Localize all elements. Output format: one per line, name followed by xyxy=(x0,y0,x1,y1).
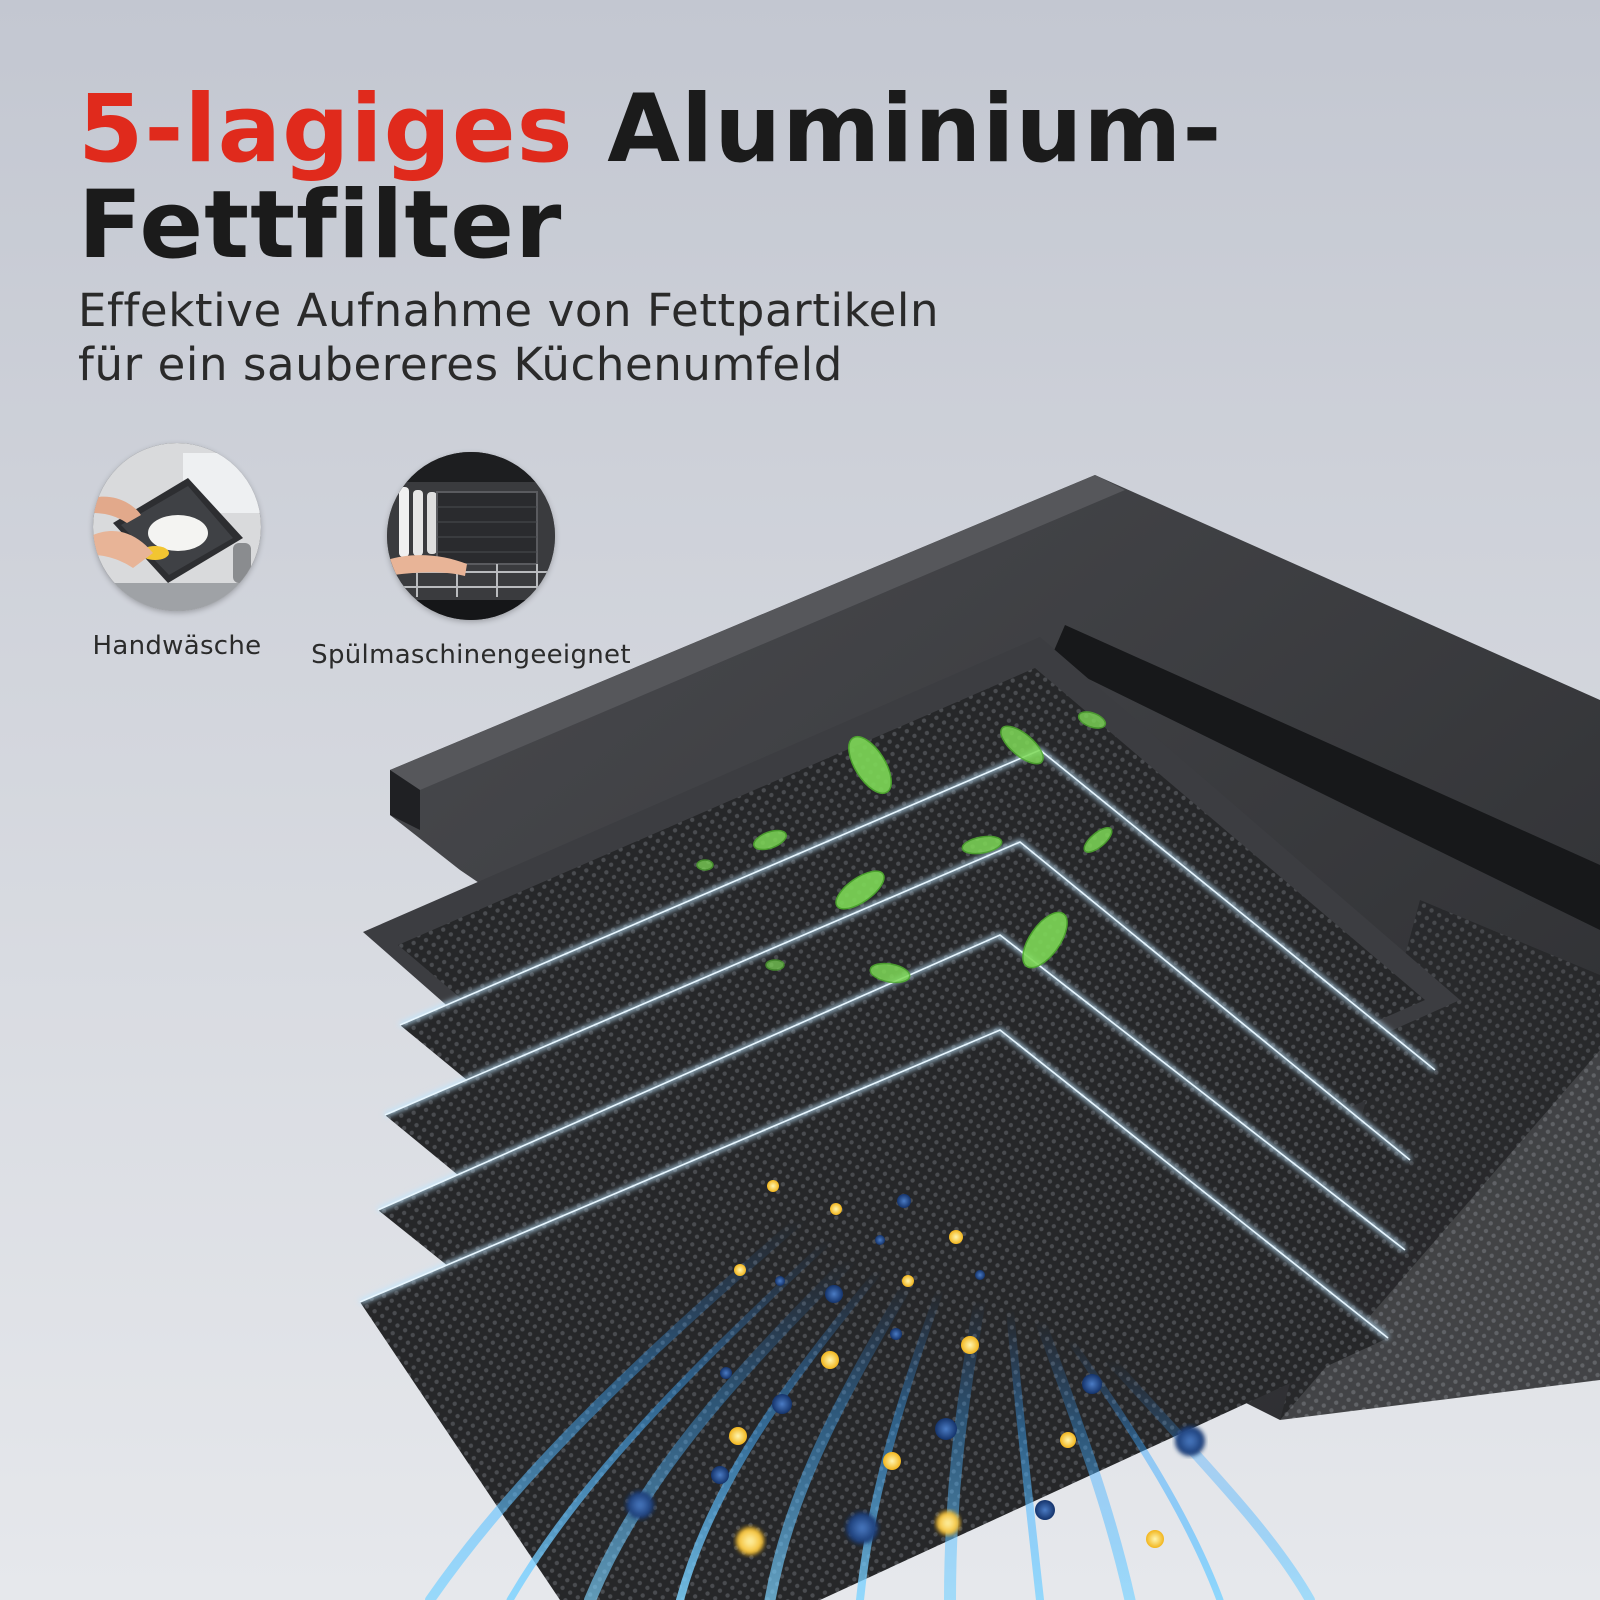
badge-label-hand-wash: Handwäsche xyxy=(92,631,262,661)
headline-line2: Fettfilter xyxy=(78,171,563,280)
leaves xyxy=(696,711,1113,984)
grease-particles xyxy=(626,1180,1205,1555)
headline-accent: 5-lagiges xyxy=(78,75,574,184)
badge-dishwasher: Spülmaschinengeeignet xyxy=(301,452,641,670)
headline: 5-lagiges Aluminium- Fettfilter xyxy=(78,82,1222,274)
badge-hand-wash: Handwäsche xyxy=(7,443,347,661)
subheadline: Effektive Aufnahme von Fettpartikeln für… xyxy=(78,284,939,392)
headline-rest: Aluminium- xyxy=(573,75,1223,184)
dishwasher-icon xyxy=(387,452,555,620)
air-flow xyxy=(425,1215,1315,1600)
badge-label-dishwasher: Spülmaschinengeeignet xyxy=(311,640,631,670)
subheadline-line2: für ein saubereres Küchenumfeld xyxy=(78,338,843,391)
hand-wash-icon xyxy=(93,443,261,611)
subheadline-line1: Effektive Aufnahme von Fettpartikeln xyxy=(78,284,940,337)
